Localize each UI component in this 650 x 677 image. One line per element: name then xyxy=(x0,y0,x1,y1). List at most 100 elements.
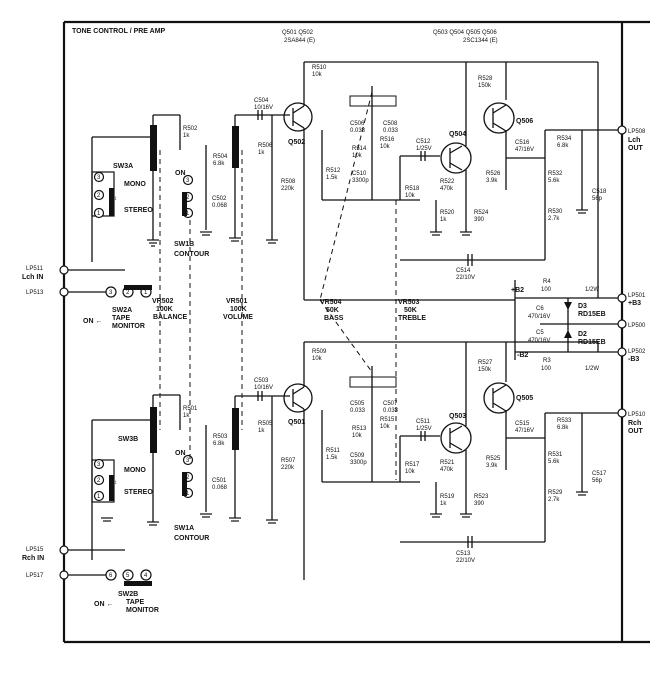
svg-text:R534: R534 xyxy=(557,136,572,142)
svg-text:MONITOR: MONITOR xyxy=(126,607,159,614)
svg-text:C501: C501 xyxy=(212,478,227,484)
svg-text:↕: ↕ xyxy=(114,480,117,486)
svg-text:R512: R512 xyxy=(326,168,341,174)
svg-text:3: 3 xyxy=(186,458,190,464)
svg-text:10k: 10k xyxy=(380,144,391,150)
svg-text:3300p: 3300p xyxy=(352,178,369,184)
svg-text:0.033: 0.033 xyxy=(383,128,399,134)
svg-text:LP511: LP511 xyxy=(26,266,44,272)
q501-label: Q501 xyxy=(288,419,305,426)
svg-text:470/16V: 470/16V xyxy=(528,338,550,344)
svg-text:LP510: LP510 xyxy=(628,412,646,418)
svg-text:R516: R516 xyxy=(380,137,395,143)
svg-text:6: 6 xyxy=(109,573,113,579)
sw2b-label: SW2B xyxy=(118,591,138,598)
svg-text:R506: R506 xyxy=(258,143,273,149)
svg-text:R501: R501 xyxy=(183,406,198,412)
svg-text:-B3: -B3 xyxy=(628,356,639,363)
svg-text:1k: 1k xyxy=(258,428,265,434)
sw3b-label: SW3B xyxy=(118,436,138,443)
svg-text:R521: R521 xyxy=(440,460,455,466)
q505-label: Q505 xyxy=(516,395,533,402)
svg-text:D2: D2 xyxy=(578,331,587,338)
svg-text:R505: R505 xyxy=(258,421,273,427)
svg-text:CONTOUR: CONTOUR xyxy=(174,535,209,542)
q502-label: Q502 xyxy=(288,139,305,146)
svg-text:R504: R504 xyxy=(213,154,228,160)
power-supply: +B2 -B2 R4 100 1/2W R3 100 1/2W C6 470/1… xyxy=(304,62,622,372)
svg-text:1: 1 xyxy=(186,211,190,217)
svg-text:C5: C5 xyxy=(536,330,544,336)
svg-text:VR504: VR504 xyxy=(320,299,342,306)
svg-text:R522: R522 xyxy=(440,179,455,185)
stereo-label: STEREO xyxy=(124,207,153,214)
svg-text:R531: R531 xyxy=(548,452,563,458)
svg-text:+B3: +B3 xyxy=(628,300,641,307)
svg-text:1: 1 xyxy=(186,491,190,497)
svg-text:R527: R527 xyxy=(478,360,493,366)
svg-text:R529: R529 xyxy=(548,490,563,496)
svg-text:3: 3 xyxy=(97,462,101,468)
port-lp517 xyxy=(59,570,69,580)
svg-text:1/2W: 1/2W xyxy=(585,366,599,372)
svg-text:OUT: OUT xyxy=(628,428,644,435)
svg-text:6.8k: 6.8k xyxy=(557,143,569,149)
svg-text:LP502: LP502 xyxy=(628,349,646,355)
svg-text:1.5k: 1.5k xyxy=(326,455,338,461)
svg-text:5.6k: 5.6k xyxy=(548,459,560,465)
svg-text:1k: 1k xyxy=(183,413,190,419)
svg-text:390: 390 xyxy=(474,501,485,507)
svg-text:C506: C506 xyxy=(350,121,365,127)
svg-text:LP508: LP508 xyxy=(628,129,646,135)
svg-text:R523: R523 xyxy=(474,494,489,500)
svg-text:C509: C509 xyxy=(350,453,365,459)
port-lp513 xyxy=(59,287,69,297)
svg-text:ON ←: ON ← xyxy=(94,601,113,608)
gang-links xyxy=(159,91,397,480)
sw1a-label: SW1A xyxy=(174,525,194,532)
svg-text:R532: R532 xyxy=(548,171,563,177)
svg-text:RD15EB: RD15EB xyxy=(578,311,606,318)
q-pnp-part: 2SA844 (E) xyxy=(284,38,315,44)
output-ports: LP508 Lch OUT LP501 +B3 LP500 LP502 -B3 … xyxy=(617,125,646,435)
svg-text:C510: C510 xyxy=(352,171,367,177)
mono-label: MONO xyxy=(124,181,146,188)
svg-text:C517: C517 xyxy=(592,471,607,477)
svg-text:0.068: 0.068 xyxy=(212,203,228,209)
svg-text:390: 390 xyxy=(474,217,485,223)
svg-text:ON ←: ON ← xyxy=(83,318,102,325)
svg-text:R513: R513 xyxy=(352,426,367,432)
svg-text:C507: C507 xyxy=(383,401,398,407)
svg-text:BALANCE: BALANCE xyxy=(153,314,188,321)
svg-text:100: 100 xyxy=(541,287,552,293)
q-npn-part: 2SC1344 (E) xyxy=(463,38,498,44)
svg-text:10k: 10k xyxy=(352,433,363,439)
svg-text:R517: R517 xyxy=(405,462,420,468)
svg-text:C516: C516 xyxy=(515,140,530,146)
svg-text:R509: R509 xyxy=(312,349,327,355)
rch-in-label: Rch IN xyxy=(22,555,44,562)
svg-text:1.5k: 1.5k xyxy=(326,175,338,181)
svg-text:150k: 150k xyxy=(478,83,492,89)
svg-text:LP500: LP500 xyxy=(628,323,646,329)
svg-text:50K: 50K xyxy=(326,307,339,314)
svg-text:150k: 150k xyxy=(478,367,492,373)
sw3a-label: SW3A xyxy=(113,163,133,170)
svg-text:2: 2 xyxy=(97,478,101,484)
svg-text:C6: C6 xyxy=(536,306,544,312)
svg-text:C512: C512 xyxy=(416,139,431,145)
svg-text:10k: 10k xyxy=(352,153,363,159)
svg-text:R518: R518 xyxy=(405,186,420,192)
svg-text:0.068: 0.068 xyxy=(212,485,228,491)
q504-label: Q504 xyxy=(449,131,466,138)
svg-text:R519: R519 xyxy=(440,494,455,500)
sw1b-label: SW1B xyxy=(174,241,194,248)
svg-text:R502: R502 xyxy=(183,126,198,132)
svg-text:6.8k: 6.8k xyxy=(213,441,225,447)
svg-text:-B2: -B2 xyxy=(517,352,528,359)
svg-text:10k: 10k xyxy=(405,193,416,199)
svg-text:C505: C505 xyxy=(350,401,365,407)
svg-text:2.7k: 2.7k xyxy=(548,497,560,503)
svg-text:0.033: 0.033 xyxy=(350,408,366,414)
svg-text:5.6k: 5.6k xyxy=(548,178,560,184)
